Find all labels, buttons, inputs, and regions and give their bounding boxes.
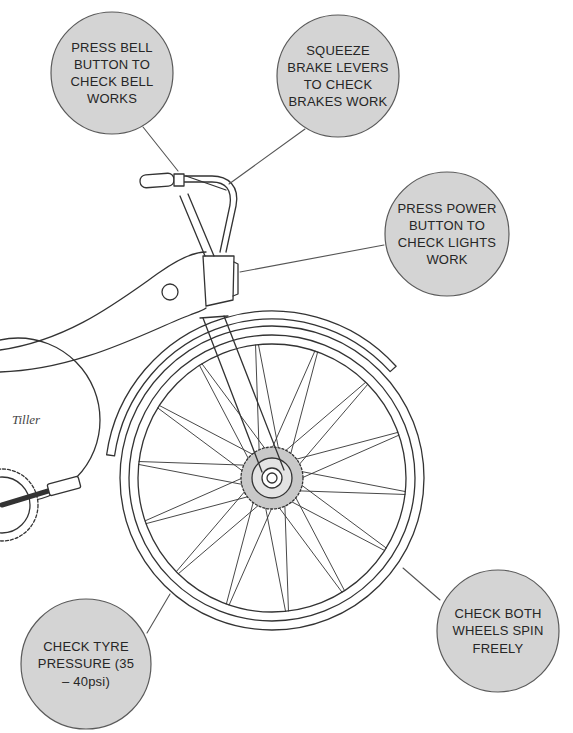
spoke [258,345,280,460]
leader-line [143,127,178,171]
spoke [291,384,367,473]
stem [180,194,214,256]
pedal [47,476,81,496]
spoke [146,494,260,524]
spoke [290,487,345,591]
spoke [159,405,263,460]
callout-text: CHECK TYRE PRESSURE (35 – 40psi) [34,638,138,689]
spoke [139,462,256,466]
head-tube [203,256,234,306]
spokes [139,345,406,612]
callout-circle: CHECK BOTH WHEELS SPIN FREELY [436,569,560,693]
frame-top [0,252,206,350]
spoke [292,478,386,548]
fender [107,311,396,456]
spoke [158,408,252,478]
callout-circle: SQUEEZE BRAKE LEVERS TO CHECK BRAKES WOR… [276,14,400,138]
callout-text: SQUEEZE BRAKE LEVERS TO CHECK BRAKES WOR… [285,42,391,111]
circle-outline [276,14,400,138]
circle-shape [385,172,509,296]
callout-circle: PRESS POWER BUTTON TO CHECK LIGHTS WORK [384,171,510,297]
hub-nut [267,473,277,483]
frame-hole [162,284,178,300]
callout-text: PRESS POWER BUTTON TO CHECK LIGHTS WORK [397,200,497,269]
spoke [178,497,267,573]
circle-shape [21,599,151,729]
tyre-outer [120,326,424,630]
handlebar [174,182,230,252]
leader-line [147,594,170,633]
brake-rotor [241,447,303,509]
rim [138,344,406,612]
callout-text: CHECK BOTH WHEELS SPIN FREELY [448,605,548,656]
leader-line [240,245,384,272]
spoke [176,482,252,571]
spoke [272,498,342,592]
spoke [291,435,398,482]
spoke [284,494,288,611]
spoke [284,432,398,462]
circle-shape [437,570,559,692]
hub-axle [262,468,282,488]
spoke [276,382,365,458]
leader-line [403,568,440,600]
spoke [268,351,315,458]
spoke [145,474,252,521]
hub [252,458,292,498]
spoke [281,496,385,551]
circle-outline [50,11,174,135]
callout-circle: PRESS BELL BUTTON TO CHECK BELL WORKS [50,11,174,135]
frame-bottom [0,308,206,372]
grip [140,173,175,188]
front-light [233,262,238,296]
callout-circle: CHECK TYRE PRESSURE (35 – 40psi) [20,598,152,730]
brake-lever [186,176,226,190]
spoke [288,490,405,494]
callout-text: PRESS BELL BUTTON TO CHECK BELL WORKS [62,39,162,108]
handlebar-back [178,176,237,252]
spoke [229,497,276,604]
spoke [139,464,254,486]
leader-line [229,129,305,184]
fork-crown [200,316,228,318]
spoke [263,496,285,611]
circle-outline [384,171,510,297]
brand-logo: Tiller [12,412,40,428]
circle-shape [51,12,173,134]
tyre-inner [129,335,415,621]
bell [174,174,184,186]
circle-shape [277,15,399,137]
fork [203,316,284,472]
spoke [290,469,405,491]
